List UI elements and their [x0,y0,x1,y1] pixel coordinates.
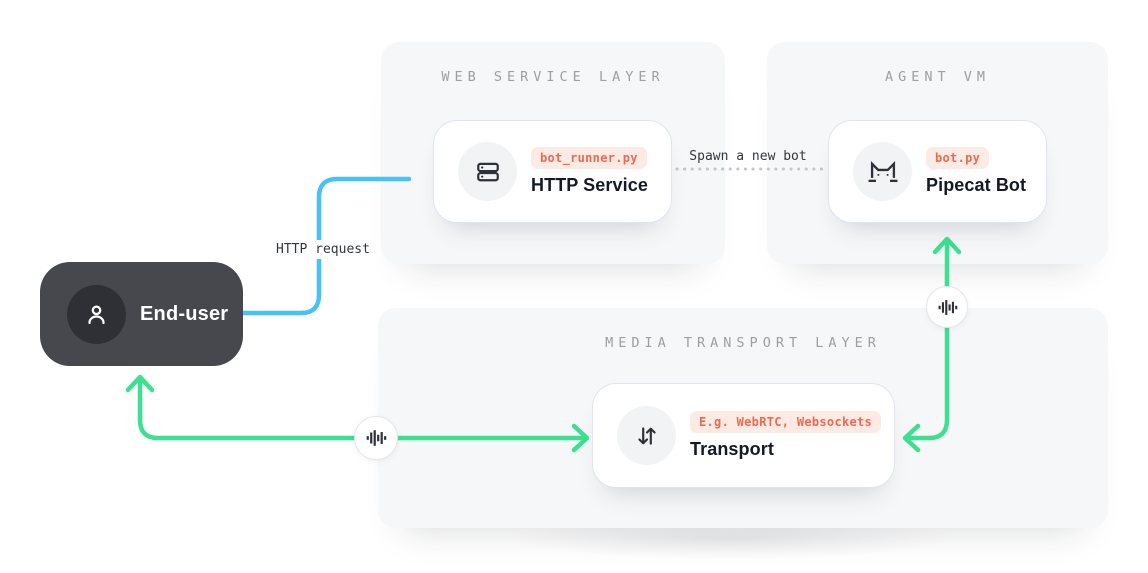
arrowhead-up-to-end-user [125,374,155,393]
pipecat-bot-title: Pipecat Bot [926,175,1027,195]
transport-up-down-arrows-icon [617,406,676,465]
arrowhead-up-to-pipecat-bot [932,236,962,255]
agent-vm-title: AGENT VM [884,69,991,85]
arrowhead-right-to-transport [571,423,590,453]
audio-line-bot-transport [902,236,962,453]
media-transport-layer-title: MEDIA TRANSPORT LAYER [605,335,881,351]
person-icon [67,284,126,344]
pipecat-bot-badge: bot.py [926,147,990,169]
http-service-card: bot_runner.py HTTP Service [433,120,672,223]
server-icon [458,142,517,201]
web-service-layer-title: WEB SERVICE LAYER [441,69,665,85]
end-user-node: End-user [40,262,243,366]
http-service-title: HTTP Service [531,175,648,195]
transport-badge: E.g. WebRTC, Websockets [690,411,882,433]
pipecat-cat-icon [853,142,912,201]
arrowhead-left-to-transport [902,423,921,453]
pipecat-bot-card: bot.py Pipecat Bot [828,120,1047,223]
http-request-label: HTTP request [271,240,375,259]
transport-title: Transport [690,439,774,459]
http-service-badge: bot_runner.py [531,147,647,169]
audio-line-enduser-transport [125,374,590,453]
waveform-icon [926,286,968,328]
waveform-icon [354,416,398,460]
end-user-label: End-user [140,302,229,325]
spawn-a-new-bot-label: Spawn a new bot [689,149,807,164]
transport-card: E.g. WebRTC, Websockets Transport [592,383,895,488]
